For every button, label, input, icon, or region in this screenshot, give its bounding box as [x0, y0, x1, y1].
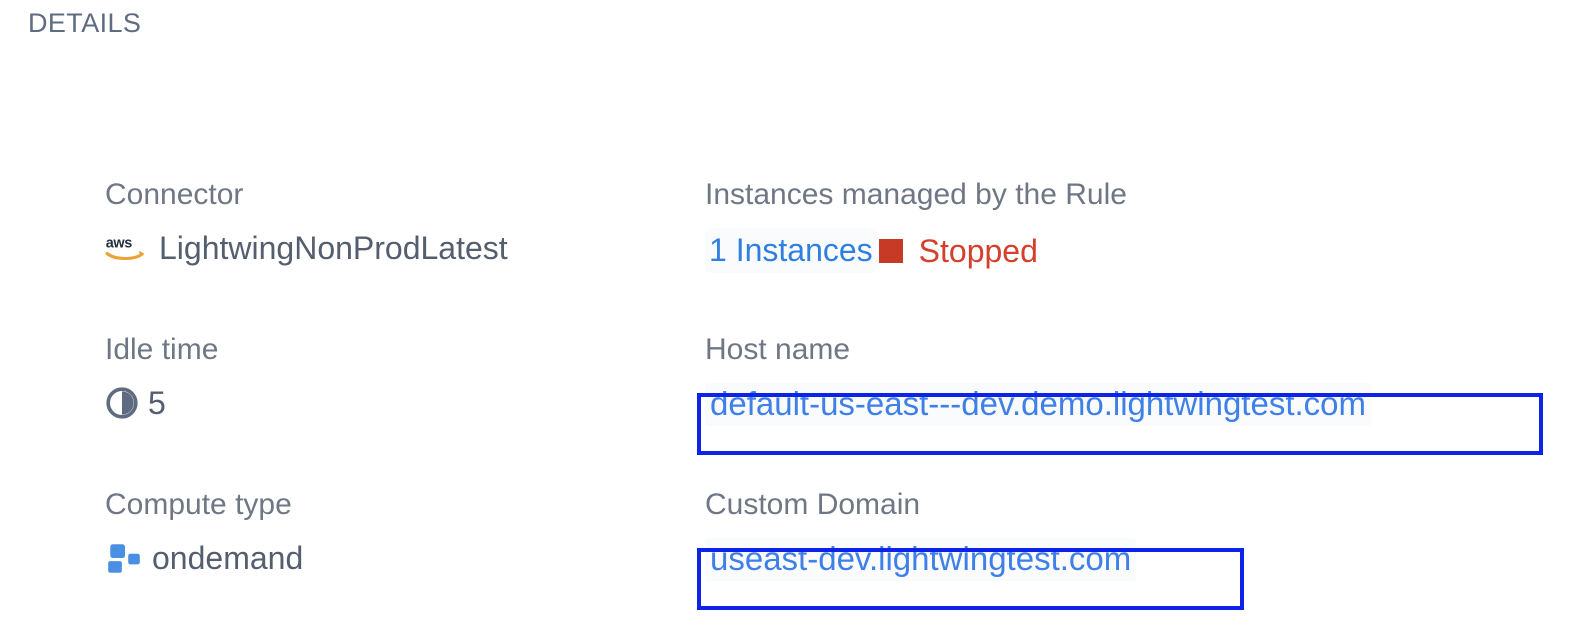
custom-domain-value-row: useast-dev.lightwingtest.com [705, 538, 1565, 581]
details-grid: Connector aws LightwingNonProdLatest Ins… [105, 176, 1575, 641]
svg-text:aws: aws [106, 235, 133, 251]
idle-time-label: Idle time [105, 333, 219, 366]
field-compute-type: Compute type ondemand [105, 486, 705, 641]
custom-domain-label: Custom Domain [705, 488, 921, 521]
stopped-square-icon [878, 238, 903, 263]
clock-icon [106, 387, 138, 419]
field-idle-time: Idle time 5 [105, 331, 705, 486]
aws-icon: aws [105, 235, 145, 261]
field-instances: Instances managed by the Rule 1 Instance… [705, 176, 1565, 331]
connector-label: Connector [105, 178, 244, 211]
field-host-name: Host name default-us-east---dev.demo.lig… [705, 331, 1565, 486]
idle-time-value-row: 5 [105, 383, 705, 423]
compute-cluster-icon [108, 544, 140, 573]
connector-value: LightwingNonProdLatest [159, 230, 508, 266]
instances-label: Instances managed by the Rule [705, 178, 1127, 211]
field-connector: Connector aws LightwingNonProdLatest [105, 176, 705, 331]
page-title: DETAILS [28, 8, 142, 38]
compute-type-label: Compute type [105, 488, 292, 521]
compute-type-value-row: ondemand [105, 538, 705, 578]
host-name-link[interactable]: default-us-east---dev.demo.lightwingtest… [705, 383, 1372, 426]
idle-time-value: 5 [148, 385, 166, 421]
instances-value-row: 1 Instances Stopped [705, 228, 1565, 273]
host-name-value-row: default-us-east---dev.demo.lightwingtest… [705, 383, 1565, 426]
host-name-label: Host name [705, 333, 851, 366]
status-badge: Stopped [918, 232, 1038, 269]
field-custom-domain: Custom Domain useast-dev.lightwingtest.c… [705, 486, 1565, 641]
custom-domain-link[interactable]: useast-dev.lightwingtest.com [705, 538, 1137, 581]
compute-type-value: ondemand [152, 540, 304, 576]
connector-value-row: aws LightwingNonProdLatest [105, 228, 705, 268]
instances-count-link[interactable]: 1 Instances [705, 228, 877, 273]
